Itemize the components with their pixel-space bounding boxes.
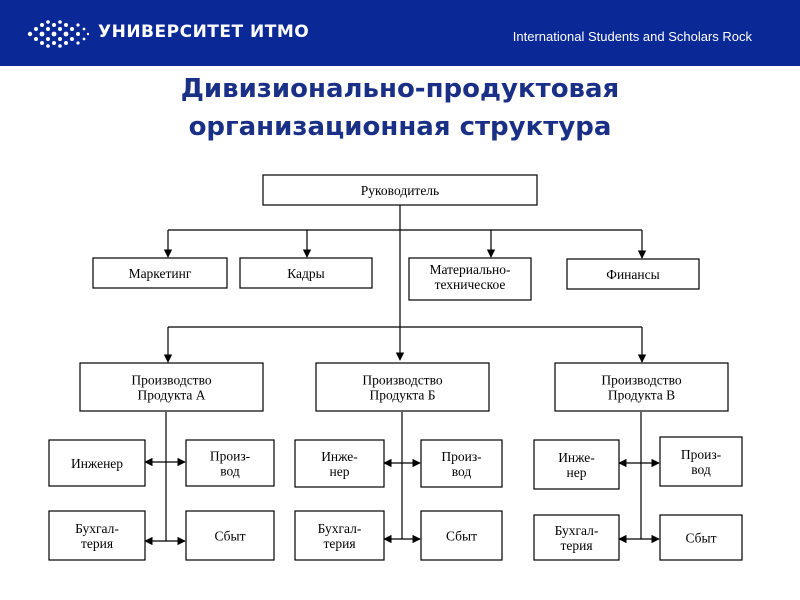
page-title-line-1: Дивизионально-продуктовая	[180, 74, 620, 104]
division-c-box	[554, 362, 729, 412]
dept-finance-label: Финансы	[606, 267, 659, 282]
division-b-production-box	[420, 439, 503, 488]
division-b-sales-label: Сбыт	[446, 529, 477, 544]
itmo-logo-icon	[27, 20, 90, 48]
division-c-sales-label: Сбыт	[685, 531, 716, 546]
division-a-engineer-box	[48, 439, 146, 487]
dept-marketing-box	[92, 257, 228, 289]
division-c-accounting-box	[533, 514, 620, 561]
division-c-production-label: Произ-вод	[681, 447, 722, 477]
root-node-box	[262, 174, 538, 206]
division-b-box	[315, 362, 490, 412]
division-b-production-label: Произ-вод	[441, 449, 482, 479]
division-a-engineer-label: Инженер	[71, 456, 123, 471]
dept-marketing-label: Маркетинг	[129, 266, 192, 281]
dept-logistics-box	[408, 257, 532, 301]
division-a-accounting-label: Бухгал-терия	[75, 521, 119, 551]
division-c-sales-box	[659, 514, 743, 561]
division-a-accounting-box	[48, 510, 146, 561]
division-b-accounting-box	[294, 510, 385, 561]
division-b-engineer-label: Инже-нер	[321, 449, 358, 479]
dept-finance-box	[566, 258, 700, 290]
division-c-production-box	[659, 436, 743, 487]
dept-logistics-label: Материально-техническое	[430, 262, 511, 292]
university-logo-text: УНИВЕРСИТЕТ ИТМО	[98, 22, 310, 42]
division-b-engineer-box	[294, 439, 385, 488]
division-b-sales-box	[420, 510, 503, 561]
dept-hr-box	[239, 257, 373, 289]
division-a-production-label: Произ-вод	[210, 449, 251, 479]
page-title-line-2: организационная структура	[188, 112, 612, 142]
division-c-engineer-label: Инже-нер	[558, 450, 595, 480]
division-a-sales-box	[185, 510, 275, 561]
division-a-sales-label: Сбыт	[214, 529, 245, 544]
page-title: Дивизионально-продуктовая организационна…	[0, 70, 800, 146]
division-a-production-box	[185, 439, 275, 487]
header-bar: УНИВЕРСИТЕТ ИТМО International Students …	[0, 0, 800, 66]
dept-hr-label: Кадры	[287, 266, 325, 281]
division-b-accounting-label: Бухгал-терия	[318, 521, 362, 551]
root-node-label: Руководитель	[361, 183, 439, 198]
division-c-accounting-label: Бухгал-терия	[555, 523, 599, 553]
header-tagline: International Students and Scholars Rock	[512, 29, 752, 44]
division-a-box	[79, 362, 264, 412]
division-c-engineer-box	[533, 439, 620, 490]
